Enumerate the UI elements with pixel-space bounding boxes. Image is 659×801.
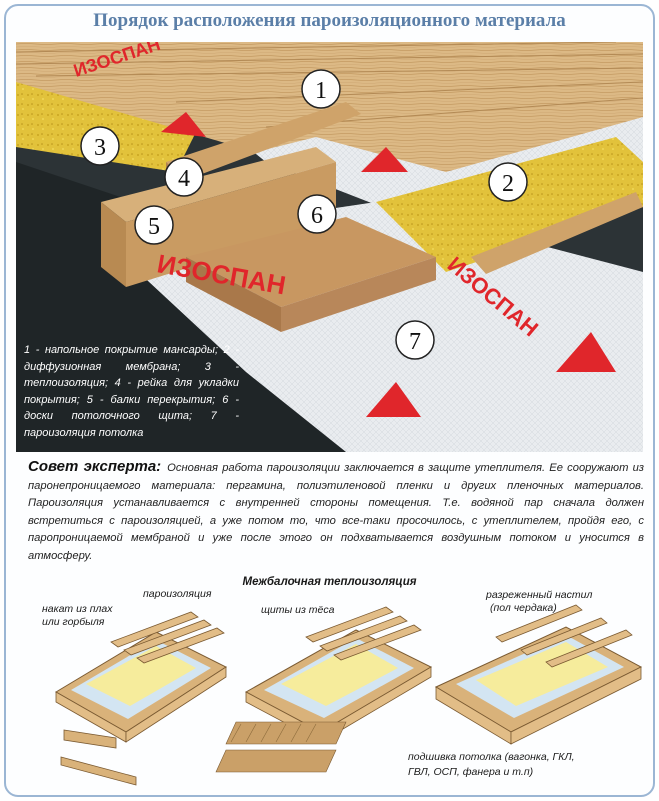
diagram-slabs [55,611,228,786]
label-vapor-barrier: пароизоляция [143,588,212,600]
label-slabs-line2: или горбыля [42,616,105,628]
svg-text:4: 4 [178,166,190,192]
label-slabs-line1: накат из плах [42,603,113,615]
callout-4: 4 [164,157,204,197]
callout-2: 2 [488,162,528,202]
expert-advice-text: Основная работа пароизоляции заключается… [28,462,644,562]
diagram-planks [215,606,433,773]
svg-text:7: 7 [409,329,421,355]
brand-logo-marks [161,112,616,417]
floor-cross-section-illustration: ИЗОСПАН ИЗОСПАН ИЗОСПАН 1 2 3 [16,42,643,452]
label-lining-line2: ГВЛ, ОСП, фанера и т.п) [408,766,534,778]
callout-1: 1 [301,69,341,109]
infographic-frame: Порядок расположения пароизоляционного м… [4,4,655,797]
interbeam-insulation-diagrams [55,604,643,786]
diagram-title: Межбалочная теплоизоляция [242,576,417,588]
legend-text: 1 - напольное покрытие мансарды; 2 - диф… [24,344,239,439]
callout-7: 7 [395,320,435,360]
svg-text:2: 2 [502,171,514,197]
label-planks: щиты из тёса [261,604,335,616]
callout-3: 3 [80,126,120,166]
expert-advice-heading: Совет эксперта: [28,458,162,475]
expert-advice: Совет эксперта:Основная работа пароизоля… [28,458,644,565]
page-title: Порядок расположения пароизоляционного м… [93,10,566,31]
label-deck-line2: (пол чердака) [490,602,557,614]
label-lining-line1: подшивка потолка (вагонка, ГКЛ, [408,751,575,763]
label-deck-line1: разреженный настил [486,589,593,601]
svg-text:5: 5 [148,214,160,240]
svg-text:6: 6 [311,203,323,229]
diagram-lining [434,604,643,745]
callout-6: 6 [297,194,337,234]
svg-text:3: 3 [94,135,106,161]
callout-5: 5 [134,205,174,245]
svg-text:1: 1 [315,78,327,104]
